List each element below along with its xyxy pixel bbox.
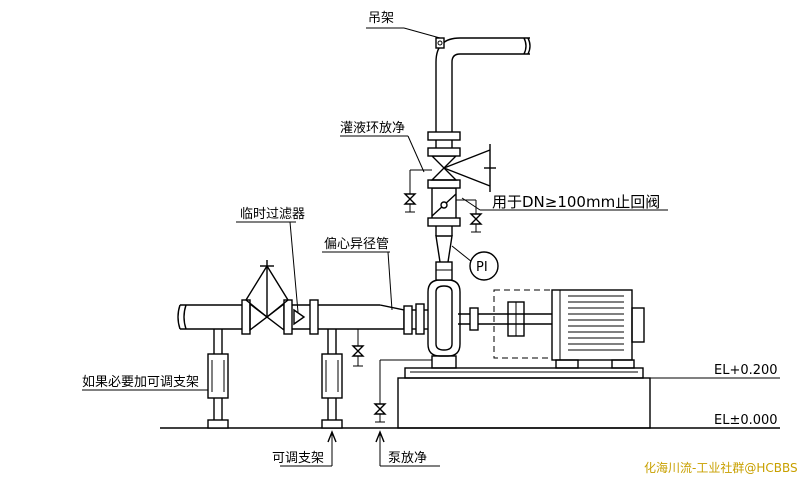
bearing-flange (469, 307, 479, 331)
hanger-label: 吊架 (368, 11, 394, 26)
pressure-indicator-label: PI (476, 260, 488, 275)
drain-ring-label: 灌液环放净 (340, 121, 405, 136)
eccentric-reducer-label: 偏心异径管 (324, 237, 389, 252)
hanger (366, 27, 445, 49)
elevation-lines (160, 377, 780, 429)
adjustable-support-right (321, 329, 343, 429)
leader-lines (82, 135, 668, 467)
adjustable-support-left (207, 329, 229, 429)
discharge-assembly (427, 37, 531, 281)
check-valve-note-label: 用于DN≥100mm止回阀 (492, 193, 660, 211)
pump-drain-label: 泵放净 (388, 451, 427, 466)
temp-filter-label: 临时过滤器 (240, 207, 305, 222)
elevation-ground-label: EL±0.000 (714, 413, 778, 428)
adjustable-support-label: 可调支架 (272, 451, 324, 466)
motor (551, 289, 645, 369)
drain-ring-valve (403, 169, 432, 213)
pump-drain-line (373, 359, 432, 423)
elevation-upper-label: EL+0.200 (714, 363, 778, 378)
adjustable-support-if-needed-label: 如果必要加可调支架 (82, 374, 199, 390)
pump-foundation (397, 367, 651, 429)
watermark: 化海川流-工业社群@HCBBS (644, 460, 798, 475)
check-valve-drain (456, 199, 483, 233)
pressure-indicator: PI (451, 245, 499, 281)
suction-pipe (177, 260, 428, 335)
suction-drain-valve (351, 329, 365, 367)
pump-casing (427, 270, 461, 369)
